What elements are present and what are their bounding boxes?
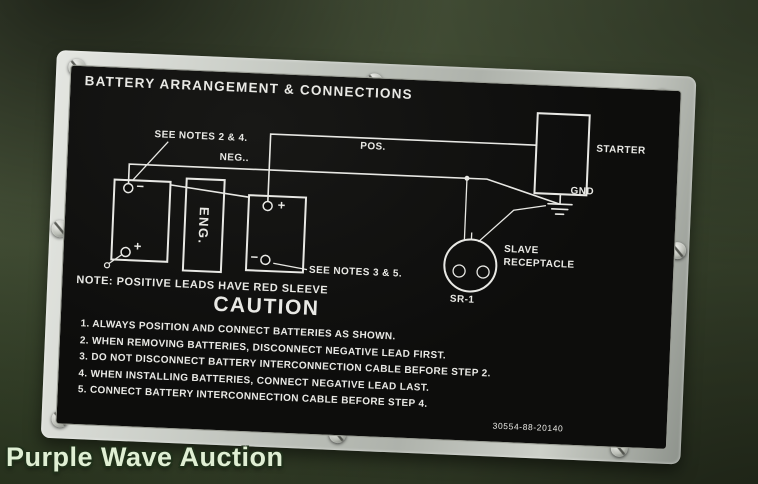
- engine-label-box: ENG.: [183, 179, 225, 273]
- right-battery-positive-sign: +: [277, 197, 286, 213]
- pointer-line-notes-35: [273, 262, 308, 271]
- terminal: [260, 254, 271, 266]
- data-plate: BATTERY ARRANGEMENT & CONNECTIONS SEE NO…: [40, 50, 697, 465]
- slave-receptacle: [443, 175, 547, 293]
- engine-box: [181, 177, 226, 274]
- terminal: [120, 246, 131, 258]
- sr1-label: SR-1: [449, 293, 475, 306]
- interconnect-cable: [169, 184, 250, 198]
- starter-box: [533, 112, 591, 197]
- left-battery-box: [110, 178, 172, 263]
- engine-label: ENG.: [195, 206, 213, 245]
- positive-wire: [266, 133, 538, 207]
- watermark-text: Purple Wave Auction: [6, 442, 284, 472]
- pointer-line-notes-24: [132, 141, 169, 181]
- left-battery-positive-sign: +: [133, 238, 142, 254]
- wiring-diagram: [103, 112, 591, 293]
- pos-label: POS.: [360, 140, 386, 153]
- plate-face: BATTERY ARRANGEMENT & CONNECTIONS SEE NO…: [55, 64, 682, 450]
- terminal: [123, 182, 134, 194]
- terminal: [262, 200, 273, 212]
- lead-end: [103, 262, 111, 269]
- negative-wire: [127, 163, 561, 205]
- right-battery-box: [244, 194, 308, 274]
- neg-label: NEG..: [219, 151, 250, 165]
- ground-symbol: [547, 193, 573, 216]
- slave-label-line1: SLAVE: [503, 243, 539, 257]
- left-battery-negative-sign: −: [136, 178, 145, 194]
- gnd-label: GND: [570, 185, 595, 198]
- starter-label: STARTER: [596, 143, 646, 157]
- right-battery-negative-sign: −: [250, 249, 259, 265]
- caution-list: 1. ALWAYS POSITION AND CONNECT BATTERIES…: [77, 318, 492, 418]
